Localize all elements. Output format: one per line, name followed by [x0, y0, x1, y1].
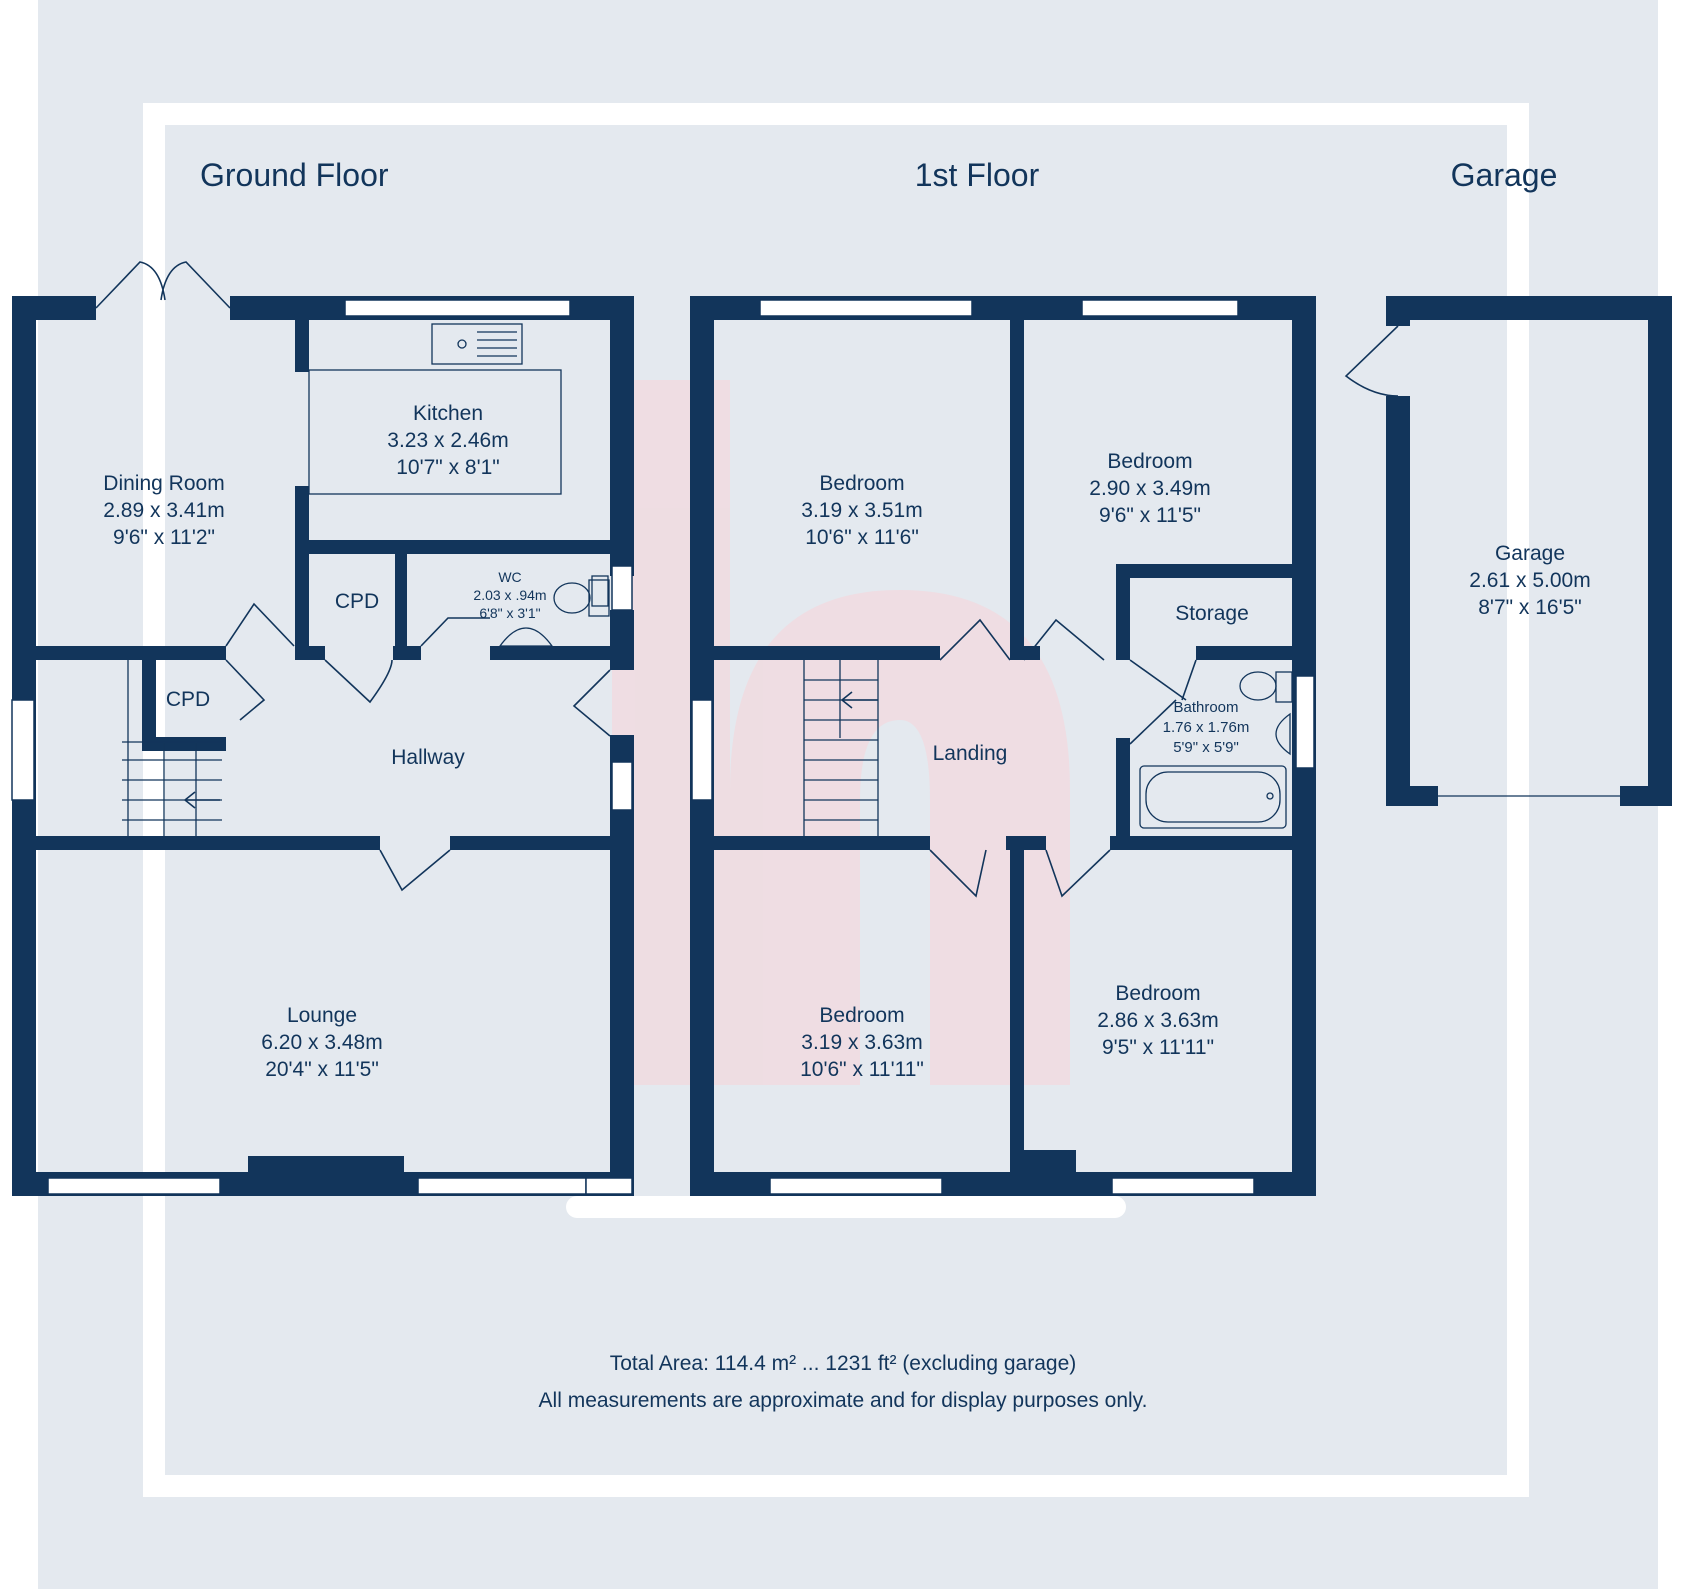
basin-icon-first — [1275, 712, 1291, 756]
room-hallway: Hallway — [391, 746, 465, 769]
stairs-arrow-icon-first — [841, 691, 878, 709]
stairs-arrow-icon — [184, 791, 220, 809]
ground-floor-heading: Ground Floor — [200, 157, 389, 193]
room-imperial: 9'5" x 11'11" — [1102, 1036, 1214, 1059]
ground-floor-walls — [11, 296, 634, 1196]
room-lounge: Lounge 6.20 x 3.48m 20'4" x 11'5" — [261, 1004, 382, 1081]
ground-floor-fixtures — [95, 261, 611, 892]
room-name: Landing — [933, 742, 1008, 765]
room-metric: 2.90 x 3.49m — [1089, 477, 1210, 500]
room-imperial: 9'6" x 11'2" — [113, 526, 215, 549]
room-name: CPD — [166, 688, 210, 711]
garage-side-door-icon — [1344, 325, 1399, 397]
room-name: Bedroom — [1115, 982, 1200, 1005]
first-floor-walls — [690, 296, 1316, 1196]
french-doors-icon — [95, 261, 231, 309]
toilet-icon — [553, 582, 591, 614]
disclaimer-note: All measurements are approximate and for… — [539, 1389, 1148, 1412]
room-bedroom-1: Bedroom 3.19 x 3.51m 10'6" x 11'6" — [801, 472, 922, 549]
room-landing: Landing — [933, 742, 1008, 765]
room-metric: 6.20 x 3.48m — [261, 1031, 382, 1054]
room-kitchen: Kitchen 3.23 x 2.46m 10'7" x 8'1" — [387, 402, 508, 479]
room-metric: 2.61 x 5.00m — [1469, 569, 1590, 592]
front-step — [566, 1196, 1126, 1218]
room-bedroom-2: Bedroom 2.90 x 3.49m 9'6" x 11'5" — [1089, 450, 1210, 527]
room-metric: 2.86 x 3.63m — [1097, 1009, 1218, 1032]
room-metric: 3.19 x 3.51m — [801, 499, 922, 522]
room-metric: 3.19 x 3.63m — [801, 1031, 922, 1054]
room-imperial: 10'6" x 11'11" — [800, 1058, 924, 1081]
room-name: Bedroom — [819, 472, 904, 495]
room-wc: WC 2.03 x .94m 6'8" x 3'1" — [473, 569, 546, 621]
room-metric: 2.03 x .94m — [473, 587, 546, 603]
total-area-note: Total Area: 114.4 m² ... 1231 ft² (exclu… — [610, 1352, 1077, 1375]
room-metric: 3.23 x 2.46m — [387, 429, 508, 452]
garage-walls — [1344, 296, 1672, 806]
room-metric: 2.89 x 3.41m — [103, 499, 224, 522]
room-name: Bedroom — [1107, 450, 1192, 473]
room-cpd-under-stairs: CPD — [166, 688, 210, 711]
room-name: Storage — [1175, 602, 1249, 625]
room-imperial: 5'9" x 5'9" — [1173, 739, 1239, 756]
room-imperial: 10'6" x 11'6" — [805, 526, 919, 549]
room-name: Bedroom — [819, 1004, 904, 1027]
basin-icon — [498, 627, 554, 647]
sink-icon — [431, 323, 523, 365]
room-name: Kitchen — [413, 402, 483, 425]
room-garage: Garage 2.61 x 5.00m 8'7" x 16'5" — [1469, 542, 1590, 619]
room-bedroom-4: Bedroom 2.86 x 3.63m 9'5" x 11'11" — [1097, 982, 1218, 1059]
room-name: Lounge — [287, 1004, 357, 1027]
bath-icon — [1145, 771, 1281, 823]
room-metric: 1.76 x 1.76m — [1163, 719, 1250, 736]
room-name: Dining Room — [103, 472, 224, 495]
first-floor-fixtures — [803, 618, 1293, 898]
room-name: CPD — [335, 590, 379, 613]
room-imperial: 9'6" x 11'5" — [1099, 504, 1201, 527]
room-imperial: 20'4" x 11'5" — [265, 1058, 379, 1081]
room-dining: Dining Room 2.89 x 3.41m 9'6" x 11'2" — [103, 472, 224, 549]
room-bedroom-3: Bedroom 3.19 x 3.63m 10'6" x 11'11" — [800, 1004, 924, 1081]
room-storage: Storage — [1175, 602, 1249, 625]
room-name: Bathroom — [1173, 699, 1238, 716]
room-name: Garage — [1495, 542, 1565, 565]
garage-heading: Garage — [1451, 157, 1558, 193]
room-cpd-ground: CPD — [335, 590, 379, 613]
room-imperial: 10'7" x 8'1" — [396, 456, 500, 479]
room-imperial: 6'8" x 3'1" — [479, 605, 540, 621]
room-name: Hallway — [391, 746, 465, 769]
room-imperial: 8'7" x 16'5" — [1478, 596, 1582, 619]
room-bathroom: Bathroom 1.76 x 1.76m 5'9" x 5'9" — [1163, 699, 1250, 756]
room-name: WC — [498, 569, 521, 585]
first-floor-heading: 1st Floor — [915, 157, 1040, 193]
